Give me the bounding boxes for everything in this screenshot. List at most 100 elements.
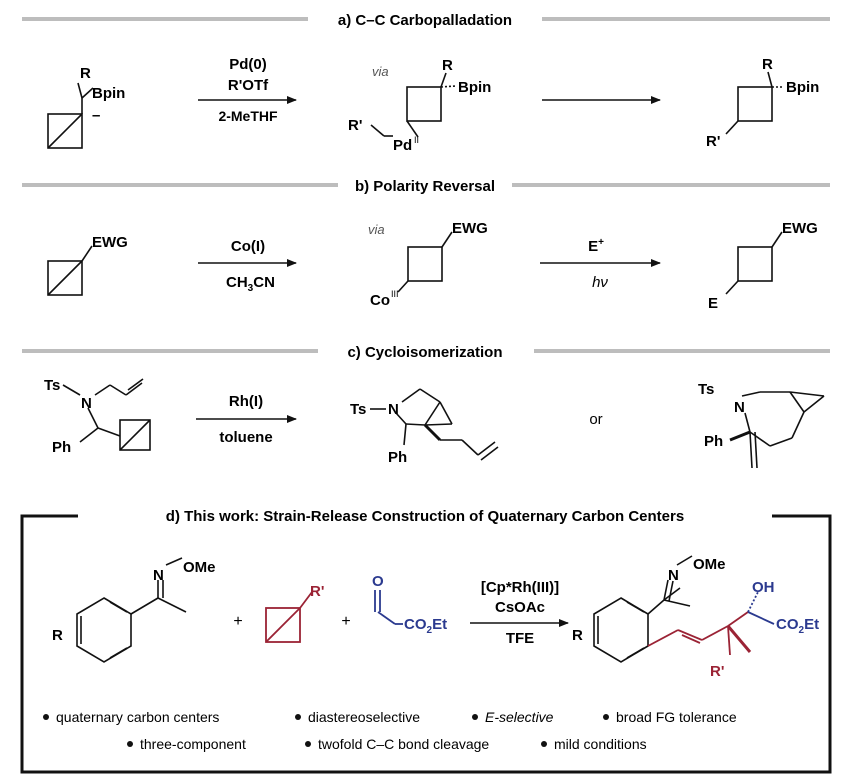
d-cond-3: TFE [506, 630, 534, 647]
section-c-title: c) Cycloisomerization [347, 344, 502, 361]
features-row-2: three-component twofold C–C bond cleavag… [127, 736, 647, 752]
d-plus-1: + [233, 613, 242, 630]
c-prod1-n: N [388, 401, 399, 418]
section-c: c) Cycloisomerization Ts N Ph Rh(I) tolu… [22, 344, 830, 469]
d-oxime-n: N [153, 567, 164, 584]
feature-item: twofold C–C bond cleavage [318, 736, 489, 752]
c-start-ph: Ph [52, 439, 71, 456]
a-cond-top1: Pd(0) [229, 56, 267, 73]
b-cond-bottom-sub: 3 [248, 283, 254, 294]
d-glyox-o: O [372, 573, 384, 590]
b-product-structure [725, 231, 783, 295]
features-row-1: quaternary carbon centers diastereoselec… [43, 709, 737, 725]
d-product-structure [593, 555, 693, 663]
d-product-ester [747, 591, 775, 625]
d-glyox-co: CO [404, 616, 427, 633]
b-cond2-e: E [588, 238, 598, 255]
a-intermediate-structure [370, 72, 457, 138]
feature-item: quaternary carbon centers [56, 709, 219, 725]
a-prod-rprime: R' [706, 133, 720, 150]
a-product-structure [725, 71, 784, 135]
d-prod-et: Et [804, 616, 819, 633]
c-start-structure [62, 378, 151, 451]
feature-item: broad FG tolerance [616, 709, 737, 725]
a-via: via [372, 64, 389, 79]
feature-item: three-component [140, 736, 246, 752]
d-product-chain [647, 611, 752, 656]
b-cond-bottom: CH3CN [226, 274, 275, 294]
c-cond-top: Rh(I) [229, 393, 263, 410]
section-d-title-gap [78, 504, 772, 528]
a-start-charge: – [92, 107, 100, 124]
b-cond-bottom-ch: CH [226, 274, 248, 291]
a-start-r: R [80, 65, 91, 82]
d-oxime-structure [76, 557, 187, 663]
b-cond2-plus: + [598, 237, 604, 248]
feature-item: diastereoselective [308, 709, 420, 725]
a-prod-r: R [762, 56, 773, 73]
a-start-structure [47, 82, 94, 149]
b-start-structure [47, 245, 93, 296]
c-start-n: N [81, 395, 92, 412]
d-prod-co2et: CO2Et [776, 616, 819, 636]
section-a-title: a) C–C Carbopalladation [338, 12, 512, 29]
c-prod2-ph: Ph [704, 433, 723, 450]
d-prod-r: R [572, 627, 583, 644]
d-plus-2: + [341, 613, 350, 630]
d-glyox-sub: 2 [427, 625, 433, 636]
b-via: via [368, 222, 385, 237]
a-prod-bpin: Bpin [786, 79, 819, 96]
d-prod-co: CO [776, 616, 799, 633]
b-cond-top: Co(I) [231, 238, 265, 255]
d-bcb-rprime: R' [310, 583, 324, 600]
feature-item: E-selective [485, 709, 554, 725]
c-cond-bottom: toluene [219, 429, 272, 446]
b-int-ewg: EWG [452, 220, 488, 237]
d-prod-rprime: R' [710, 663, 724, 680]
d-prod-n: N [668, 567, 679, 584]
section-b: b) Polarity Reversal EWG Co(I) CH3CN via… [22, 178, 830, 312]
d-oxime-ome: OMe [183, 559, 216, 576]
a-cond-bottom: 2-MeTHF [218, 108, 278, 124]
c-prod2-ts: Ts [698, 381, 714, 398]
b-int-co-ox: III [391, 289, 399, 299]
section-d-frame [20, 514, 832, 774]
d-bcb-structure [265, 591, 313, 643]
a-int-r: R [442, 57, 453, 74]
b-cond2-top: E+ [588, 237, 604, 255]
section-a: a) C–C Carbopalladation R Bpin – Pd(0) R… [22, 12, 830, 154]
a-cond-top2: R'OTf [228, 77, 269, 94]
b-start-ewg: EWG [92, 234, 128, 251]
c-product2-structure [729, 391, 825, 469]
a-int-bpin: Bpin [458, 79, 491, 96]
d-prod-ome: OMe [693, 556, 726, 573]
c-or: or [589, 411, 602, 428]
d-cond-1: [Cp*Rh(III)] [481, 579, 559, 596]
b-intermediate-structure [397, 231, 453, 293]
a-int-pd: Pd [393, 137, 412, 154]
c-prod1-ts: Ts [350, 401, 366, 418]
c-prod2-n: N [734, 399, 745, 416]
d-glyoxylate-structure [374, 590, 403, 625]
b-prod-ewg: EWG [782, 220, 818, 237]
b-cond-bottom-cn: CN [253, 274, 275, 291]
a-int-rprime: R' [348, 117, 362, 134]
c-start-ts: Ts [44, 377, 60, 394]
c-product1-structure [370, 388, 499, 461]
d-prod-sub: 2 [799, 625, 805, 636]
section-b-title: b) Polarity Reversal [355, 178, 495, 195]
d-prod-oh: OH [752, 579, 775, 596]
section-d: d) This work: Strain-Release Constructio… [20, 504, 832, 774]
d-cond-2: CsOAc [495, 599, 545, 616]
d-aryl-r: R [52, 627, 63, 644]
d-glyox-et: Et [432, 616, 447, 633]
feature-item: mild conditions [554, 736, 647, 752]
c-prod1-ph: Ph [388, 449, 407, 466]
b-int-co: Co [370, 292, 390, 309]
b-cond2-bottom: hν [592, 274, 608, 291]
a-int-pd-ox: II [414, 135, 419, 145]
b-prod-e: E [708, 295, 718, 312]
a-start-bpin: Bpin [92, 85, 125, 102]
d-glyox-co2et: CO2Et [404, 616, 447, 636]
